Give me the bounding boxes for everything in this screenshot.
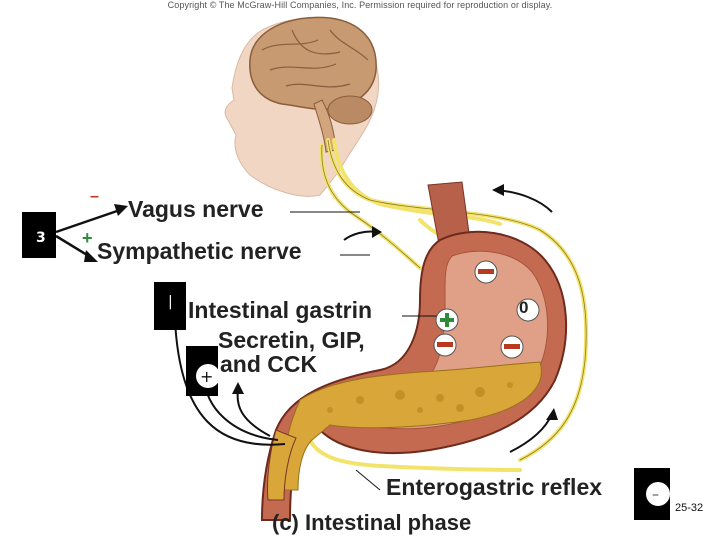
enterogastric-reflex-label: Enterogastric reflex — [386, 474, 603, 500]
vagus-sign: – — [90, 188, 99, 205]
duodenum — [267, 429, 297, 501]
sympathetic-sign: + — [82, 228, 93, 248]
marker-box-2 — [154, 282, 186, 330]
sign-circle-minus-right — [500, 335, 524, 359]
leader-lines — [290, 211, 440, 491]
sign-circle-minus-left — [433, 333, 457, 357]
page-number: 25-32 — [675, 502, 704, 514]
svg-text:–: – — [652, 487, 659, 503]
stomach-zero-sign: 0 — [519, 298, 529, 317]
sign-circle-plus — [435, 308, 459, 332]
brainstem — [313, 99, 337, 153]
sign-circle-zero — [516, 298, 540, 322]
svg-text:+: + — [200, 367, 213, 386]
svg-text:|: | — [168, 294, 173, 310]
sympathetic-nerve-label: Sympathetic nerve — [97, 238, 302, 264]
copyright-notice: Copyright © The McGraw-Hill Companies, I… — [167, 0, 553, 10]
svg-text:3: 3 — [36, 230, 46, 246]
intestinal-gastrin-label: Intestinal gastrin — [188, 297, 373, 323]
cck-label: and CCK — [220, 351, 318, 377]
cerebellum — [327, 95, 373, 125]
secretin-gip-label: Secretin, GIP, — [218, 327, 365, 353]
sign-circle-top — [474, 260, 498, 284]
marker-box-1 — [22, 212, 56, 258]
figure-caption: (c) Intestinal phase — [272, 510, 472, 535]
brain — [249, 16, 377, 111]
vagus-nerve-label: Vagus nerve — [128, 196, 264, 222]
